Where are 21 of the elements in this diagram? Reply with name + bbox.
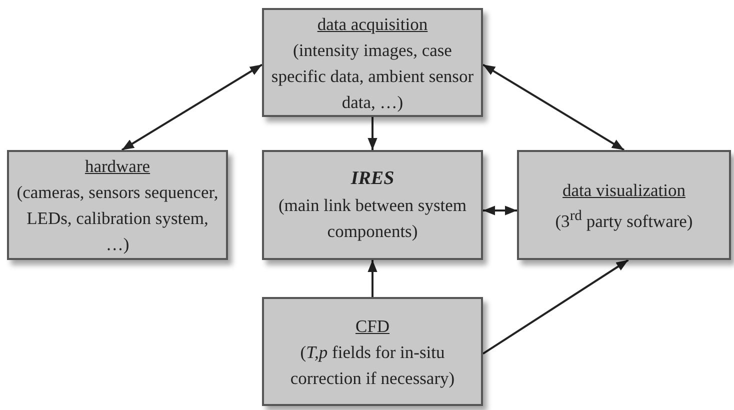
arrow (482, 259, 629, 355)
arrow (368, 117, 378, 150)
process-box (262, 297, 483, 406)
box-heading: CFD (355, 314, 390, 338)
process-box (7, 150, 228, 260)
box-description: (T,p fields for in-situ correction if necessary) (289, 340, 456, 390)
process-box (517, 150, 731, 260)
box-heading: data acquisition (317, 12, 428, 36)
process-box (262, 8, 483, 117)
box-heading: hardware (84, 155, 150, 178)
process-box (262, 150, 483, 260)
arrow (121, 64, 263, 151)
box-heading: data visualization (562, 178, 686, 202)
box-heading: IRES (350, 167, 394, 191)
arrow (482, 64, 625, 151)
box-description: (intensity images, case specific data, ambient sensor data, …) (270, 38, 475, 114)
arrow (368, 260, 378, 297)
arrow (483, 206, 517, 216)
box-description: (cameras, sensors sequencer, LEDs, calibration system, …) (16, 181, 220, 256)
box-description: (3$^{rd}$ party software) (555, 206, 693, 233)
box-description: (main link between system components) (277, 194, 468, 243)
